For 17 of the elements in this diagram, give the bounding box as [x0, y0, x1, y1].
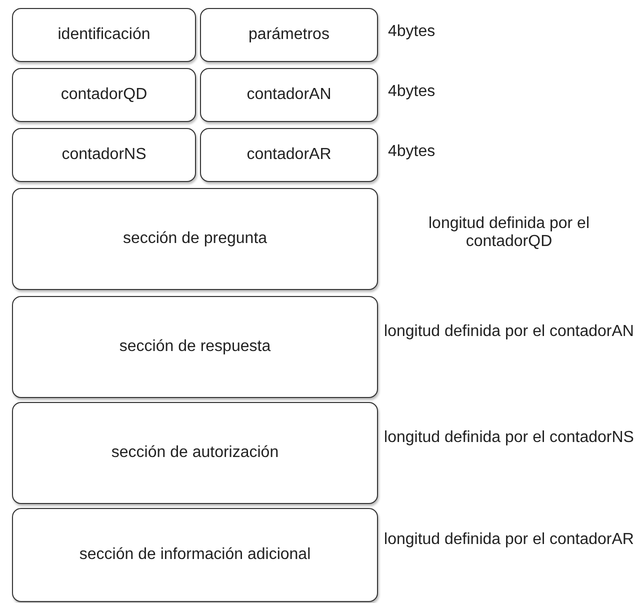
length-note: 4bytes — [388, 83, 436, 101]
header-field-box: contadorAN — [200, 68, 378, 122]
section-box: sección de respuesta — [12, 296, 378, 398]
length-note: longitud definida por el contadorAR — [384, 531, 634, 549]
section-box: sección de pregunta — [12, 188, 378, 290]
header-field-box: parámetros — [200, 8, 378, 62]
length-note: longitud definida por el contadorAN — [384, 323, 634, 341]
length-note: longitud definida por el contadorNS — [384, 429, 634, 447]
section-box: sección de información adicional — [12, 508, 378, 602]
length-note: 4bytes — [388, 23, 436, 41]
header-field-box: identificación — [12, 8, 196, 62]
header-field-box: contadorAR — [200, 128, 378, 182]
header-field-box: contadorQD — [12, 68, 196, 122]
length-note: 4bytes — [388, 143, 436, 161]
section-box: sección de autorización — [12, 402, 378, 504]
length-note: longitud definida por el contadorQD — [427, 215, 590, 251]
header-field-box: contadorNS — [12, 128, 196, 182]
